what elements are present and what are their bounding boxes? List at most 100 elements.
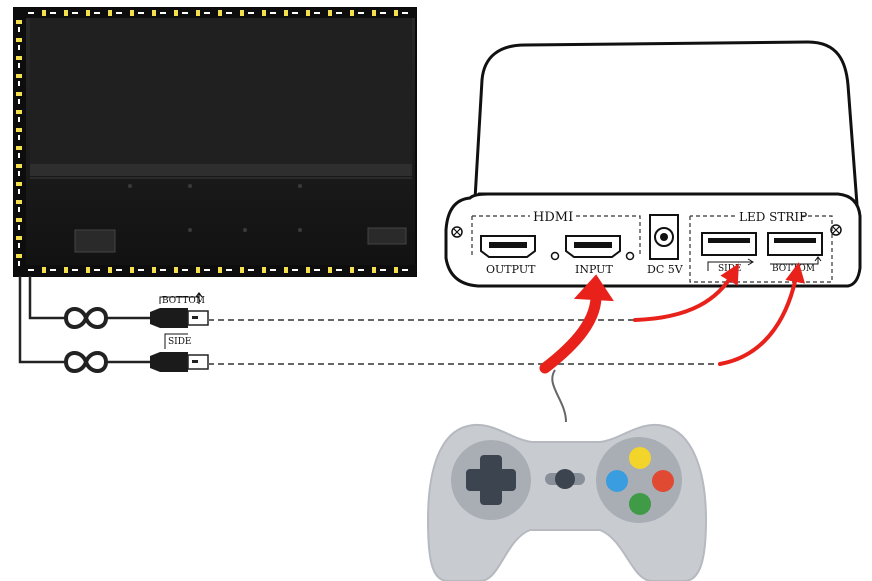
cable-label-bottom: BOTTOM — [159, 292, 205, 306]
led-segment — [64, 10, 68, 16]
led-segment — [138, 12, 144, 14]
led-segment — [394, 10, 398, 16]
led-segment — [204, 269, 210, 271]
dc-port-label: DC 5V — [647, 263, 684, 276]
bottom-port-label: BOTTOM — [772, 264, 815, 274]
arrow-to-input-head — [573, 274, 614, 302]
led-segment — [86, 267, 90, 273]
led-segment — [380, 12, 386, 14]
cable-label-side: SIDE — [164, 333, 192, 349]
led-segment — [218, 10, 222, 16]
led-segment — [196, 267, 200, 273]
led-segment — [130, 267, 134, 273]
led-segment — [14, 265, 416, 276]
led-segment — [16, 74, 22, 78]
led-strip-label: LED STRIP — [739, 210, 807, 224]
usb-plug-side — [150, 352, 209, 372]
side-port-label: SIDE — [718, 264, 742, 274]
led-segment — [160, 269, 166, 271]
led-segment — [226, 12, 232, 14]
led-segment — [174, 267, 178, 273]
led-segment — [42, 267, 46, 273]
led-segment — [28, 269, 34, 271]
led-segment — [372, 10, 376, 16]
led-segment — [240, 10, 244, 16]
tv-ports — [367, 227, 407, 245]
led-segment — [350, 10, 354, 16]
led-segment — [130, 10, 134, 16]
led-segment — [50, 12, 56, 14]
led-segment — [16, 254, 22, 258]
led-segment — [204, 12, 210, 14]
led-segment — [16, 236, 22, 240]
led-segment — [328, 267, 332, 273]
led-segment — [116, 12, 122, 14]
led-segment — [18, 27, 20, 32]
led-segment — [358, 269, 364, 271]
led-segment — [72, 269, 78, 271]
led-segment — [402, 12, 408, 14]
led-segment — [16, 146, 22, 150]
cable-label-side-text: SIDE — [168, 337, 192, 347]
led-segment — [152, 267, 156, 273]
led-strips — [14, 8, 416, 276]
led-segment — [94, 12, 100, 14]
led-segment — [16, 110, 22, 114]
led-segment — [350, 267, 354, 273]
dpad — [466, 455, 516, 505]
led-segment — [402, 269, 408, 271]
dc-5v-port: DC 5V — [647, 214, 684, 276]
up-arrow-icon — [195, 292, 203, 304]
input-port-label: INPUT — [575, 263, 613, 276]
led-segment — [262, 10, 266, 16]
led-segment — [18, 225, 20, 230]
led-segment — [18, 171, 20, 176]
usb-plug-bottom — [150, 308, 209, 328]
led-segment — [218, 267, 222, 273]
hdmi-label: HDMI — [533, 210, 573, 225]
led-segment — [328, 10, 332, 16]
led-segment — [18, 243, 20, 248]
screw-right — [830, 224, 842, 236]
led-segment — [18, 45, 20, 50]
led-segment — [336, 12, 342, 14]
led-segment — [18, 261, 20, 266]
led-segment — [314, 12, 320, 14]
led-indicator — [625, 251, 635, 261]
hdmi-input-port: INPUT — [565, 235, 621, 276]
led-indicator — [550, 251, 560, 261]
led-segment — [28, 12, 34, 14]
led-segment — [18, 207, 20, 212]
led-segment — [16, 20, 22, 24]
led-segment — [314, 269, 320, 271]
led-segment — [196, 10, 200, 16]
led-segment — [16, 218, 22, 222]
led-segment — [86, 10, 90, 16]
led-segment — [108, 267, 112, 273]
led-segment — [18, 135, 20, 140]
led-segment — [42, 10, 46, 16]
button-yellow — [629, 447, 651, 469]
output-port-label: OUTPUT — [486, 263, 536, 276]
led-segment — [64, 267, 68, 273]
led-segment — [248, 12, 254, 14]
led-segment — [248, 269, 254, 271]
button-blue — [606, 470, 628, 492]
led-segment — [138, 269, 144, 271]
led-segment — [14, 8, 416, 18]
led-segment — [16, 56, 22, 60]
button-green — [629, 493, 651, 515]
led-segment — [160, 12, 166, 14]
button-red — [652, 470, 674, 492]
led-segment — [358, 12, 364, 14]
led-segment — [394, 267, 398, 273]
led-segment — [108, 10, 112, 16]
tv-label-plate — [74, 229, 116, 253]
center-button — [555, 469, 575, 489]
arrow-to-bottom — [718, 262, 806, 366]
led-segment — [182, 269, 188, 271]
screw-left — [451, 226, 463, 238]
led-segment — [270, 269, 276, 271]
arrow-to-input — [539, 286, 602, 374]
